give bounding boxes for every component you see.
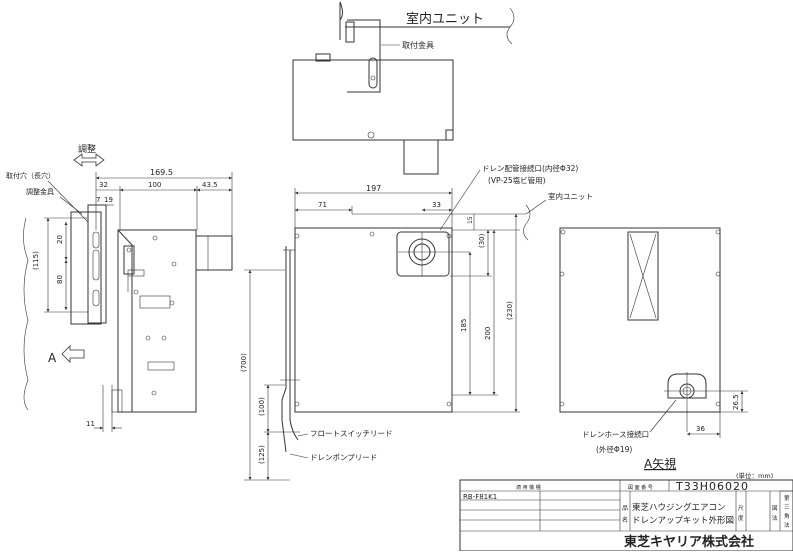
view-a-arrow-icon xyxy=(61,345,85,363)
title-block: (単位：mm) 適 用 機 種 図 面 番 号 T33H06020 RB-F81… xyxy=(459,471,793,552)
dim-100b: (100) xyxy=(258,397,266,416)
model-number: RB-F81K1 xyxy=(463,493,497,501)
hose-outlet xyxy=(667,373,707,399)
label-hose-outlet: ドレンホース接続口 xyxy=(582,429,649,439)
pump-body-top xyxy=(292,59,454,141)
adjust-bracket-plate xyxy=(70,211,102,325)
drain-outlet-side xyxy=(195,235,233,271)
dim-11: 11 xyxy=(86,420,95,428)
adjust-arrow-icon xyxy=(73,153,105,167)
company-name: 東芝キヤリア株式会社 xyxy=(624,534,754,550)
dim-185: 185 xyxy=(460,319,468,332)
dim-197: 197 xyxy=(366,184,381,193)
pump-body-side xyxy=(117,229,197,413)
dim-19: 19 xyxy=(104,196,113,204)
dim-230: (230) xyxy=(506,301,514,320)
drain-outlet-top xyxy=(403,139,439,175)
side-view: 調整 169.5 32 100 43.5 7 19 取付穴（長穴） 調整金具 (… xyxy=(6,143,233,432)
projection-1: 第 xyxy=(784,494,790,502)
product-name-line-2: ドレンアップキット外形図 xyxy=(632,515,734,526)
header-drawing-number: 図 面 番 号 xyxy=(628,484,653,491)
projection-3: 角 xyxy=(784,512,790,520)
dim-32: 32 xyxy=(99,181,108,189)
top-view: 室内ユニット 取付金具 xyxy=(292,1,515,175)
mount-bracket xyxy=(347,19,381,93)
label-name-1: 品 xyxy=(622,505,628,512)
dim-71: 71 xyxy=(318,201,327,209)
dim-overall: 169.5 xyxy=(150,168,173,177)
label-scale-1: 尺 xyxy=(738,505,744,512)
label-name-2: 名 xyxy=(622,516,628,524)
view-a: 26.5 36 ドレンホース接続口 (外径Φ19) A矢視 xyxy=(559,227,748,471)
projection-4: 法 xyxy=(784,521,790,529)
dim-26-5: 26.5 xyxy=(732,394,740,410)
product-name-line-1: 東芝ハウジングエアコン xyxy=(632,502,726,513)
dim-115: (115) xyxy=(32,251,40,270)
view-a-title: A矢視 xyxy=(644,456,676,471)
dim-30: (30) xyxy=(478,233,486,248)
label-view-a-arrow: A xyxy=(48,351,57,365)
dim-43-5: 43.5 xyxy=(202,181,218,189)
label-vp25: (VP-25塩ビ管用) xyxy=(488,175,546,185)
pump-body-view-a xyxy=(559,227,721,413)
label-scale-2: 度 xyxy=(738,514,744,522)
dim-7: 7 xyxy=(96,196,100,204)
label-indoor-unit-top: 室内ユニット xyxy=(406,11,484,27)
dim-15: 15 xyxy=(467,216,474,224)
unit-note: (単位：mm) xyxy=(736,471,773,480)
label-indoor-unit-front: 室内ユニット xyxy=(548,191,593,201)
dim-200: 200 xyxy=(484,327,492,340)
label-method-1: 図 xyxy=(772,505,778,512)
dim-100: 100 xyxy=(148,181,161,189)
view-a-bracket xyxy=(627,231,659,321)
label-method-2: 法 xyxy=(772,514,778,522)
dim-700: (700) xyxy=(240,353,248,372)
label-adjust-bracket: 調整金具 xyxy=(26,187,54,196)
dim-36: 36 xyxy=(696,425,705,433)
dim-20: 20 xyxy=(56,235,64,244)
dim-33: 33 xyxy=(432,201,441,209)
front-view: ドレン配管接続口(内径Φ32) (VP-25塩ビ管用) 197 71 33 室内… xyxy=(240,163,593,481)
pump-body-front xyxy=(294,227,453,413)
label-bracket: 取付金具 xyxy=(402,40,434,50)
dim-80: 80 xyxy=(56,275,64,284)
label-float-switch-lead: フロートスイッチリード xyxy=(310,429,393,438)
dim-125: (125) xyxy=(258,445,266,464)
projection-2: 三 xyxy=(784,504,790,511)
header-applicable-model: 適 用 機 種 xyxy=(516,484,541,491)
label-outer-diameter: (外径Φ19) xyxy=(596,444,632,454)
label-drain-pump-lead: ドレンポンプリード xyxy=(310,453,377,462)
drain-outlet-front xyxy=(396,231,450,277)
drawing-number: T33H06020 xyxy=(675,480,749,493)
bracket-slot xyxy=(368,57,378,89)
label-adjust: 調整 xyxy=(78,143,96,155)
label-mount-hole: 取付穴（長穴） xyxy=(6,171,55,180)
label-drain-outlet: ドレン配管接続口(内径Φ32) xyxy=(482,163,578,173)
